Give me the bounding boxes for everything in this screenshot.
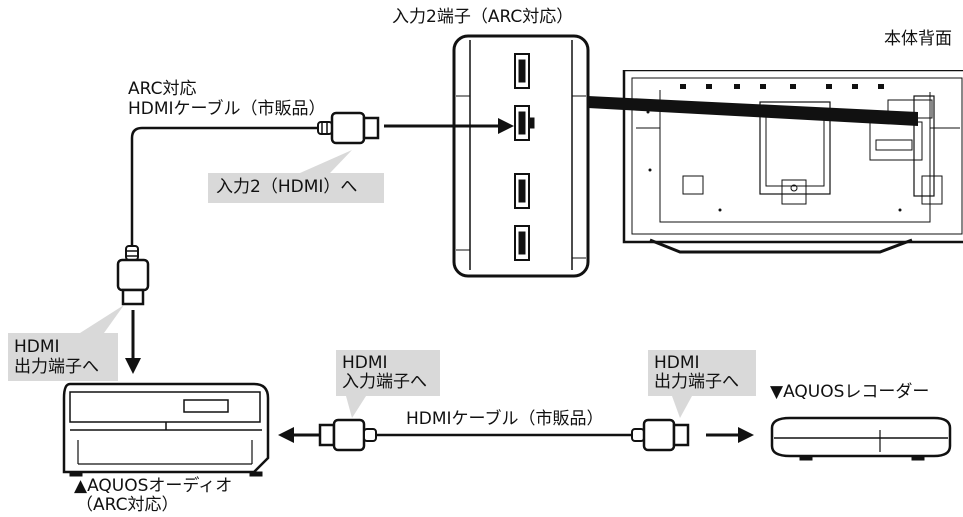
hdmi-cable-plug-left	[318, 418, 377, 452]
hdmi-port-2-arc	[514, 105, 535, 141]
audio-out-label-line1: HDMI	[14, 337, 60, 357]
arc-cable-plug-bottom	[116, 245, 150, 306]
arc-cable-label-line2: HDMIケーブル（市販品）	[128, 99, 326, 119]
cable-in-label-line2: 入力端子へ	[342, 372, 427, 392]
recorder-out-label-line1: HDMI	[654, 353, 700, 373]
hdmi-terminal-panel	[452, 34, 590, 278]
to-input2-callout-pointer	[300, 150, 352, 173]
hdmi-port-3	[514, 173, 530, 209]
aquos-recorder-device	[770, 416, 952, 461]
hdmi-cable-label: HDMIケーブル（市販品）	[406, 409, 604, 429]
recorder-out-callout-bg	[648, 350, 756, 396]
audio-out-callout-bg	[8, 333, 118, 381]
cable-in-callout-bg	[336, 350, 440, 396]
audio-device-label-line1: ▲AQUOSオーディオ	[74, 476, 233, 496]
arrow-to-recorder-head	[738, 427, 754, 443]
recorder-out-label-line2: 出力端子へ	[654, 372, 739, 392]
rear-view-label: 本体背面	[884, 29, 952, 49]
arrow-to-audio-input-head	[278, 427, 294, 443]
zoom-wedge	[588, 96, 918, 126]
audio-out-label-line2: 出力端子へ	[14, 357, 99, 377]
to-input2-label: 入力2（HDMI）へ	[216, 177, 358, 197]
arc-cable-label-line1: ARC対応	[128, 79, 197, 99]
hdmi-cable-plug-right	[631, 418, 690, 452]
aquos-audio-device	[62, 382, 270, 477]
audio-out-callout-pointer	[80, 305, 124, 333]
recorder-label: ▼AQUOSレコーダー	[770, 382, 930, 402]
input2-terminal-label: 入力2端子（ARC対応）	[392, 7, 574, 27]
arrow-to-input2-head	[498, 118, 514, 134]
cable-in-label-line1: HDMI	[342, 353, 388, 373]
recorder-out-callout-pointer	[672, 396, 692, 418]
tv-screw-holes	[646, 84, 902, 212]
cable-in-callout-pointer	[346, 396, 366, 418]
tv-rear-panel	[622, 70, 963, 254]
audio-device-label-line2: （ARC対応）	[76, 495, 179, 515]
hdmi-port-1	[514, 53, 530, 89]
to-input2-callout-bg	[208, 173, 384, 203]
arrow-to-audio-head	[125, 358, 141, 374]
arc-cable-plug-top	[317, 111, 380, 145]
arc-cable-wire	[130, 126, 318, 246]
hdmi-port-4	[514, 225, 530, 261]
